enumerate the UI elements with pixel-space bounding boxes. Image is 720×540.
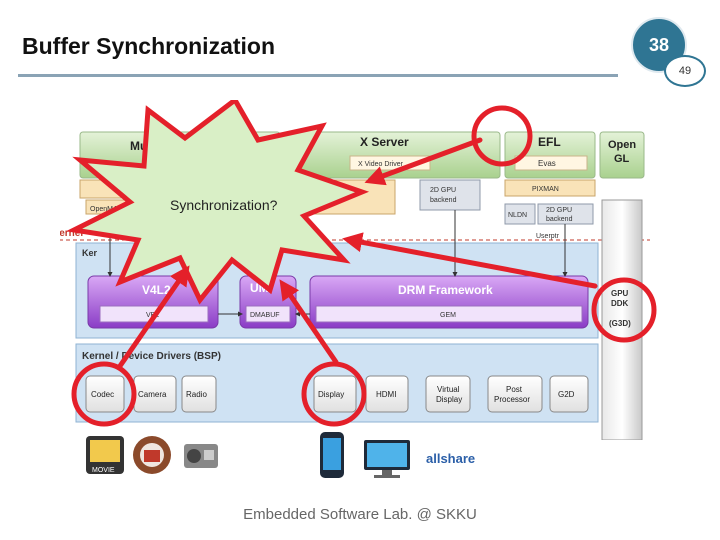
slide-number-badge: 38 [631,17,687,73]
efl-highlight-circle [471,105,533,167]
slide-title: Buffer Synchronization [22,33,276,59]
arrow-gpu-to-burst [342,232,598,289]
codec-box [85,375,125,413]
x-gpu-backend-box [419,179,481,211]
pixman-box [504,179,596,197]
x-server-label: X Server [360,135,409,149]
v4l2-label: V4L2 [142,283,171,297]
nldn-label: NLDN [508,212,527,219]
gem-box [315,305,583,323]
virtual-display-box [425,375,471,413]
post-processor-label-2: Processor [494,395,530,404]
hdmi-label: HDMI [376,390,396,399]
efl-gpu-backend-label-1: 2D GPU [546,207,572,214]
arrow-codec-to-burst [117,265,190,369]
gpu-ddk-highlight-circle [591,277,657,343]
gpu-ddk-label-2: DDK [611,299,629,308]
monitor-icon [364,440,410,478]
gem-label: GEM [440,312,456,319]
codec-highlight-circle [71,361,137,427]
virtual-display-label-1: Virtual [437,385,460,394]
nldn-box [504,203,536,225]
gpu-ddk-label-1: GPU [611,289,629,298]
footer-text: Embedded Software Lab. @ SKKU [243,506,477,523]
drm-framework-label: DRM Framework [398,283,493,297]
codec-label: Codec [91,390,114,399]
highlight-arrows [117,137,598,369]
kernel-framework-label: Ker [82,248,98,258]
open-gl-label-1: Open [608,139,636,151]
title-underline [18,74,618,77]
synchronization-label: Synchronization? [170,197,278,213]
open-gl-box [599,131,645,179]
efl-gpu-backend-label-2: backend [546,216,573,223]
synchronization-burst [65,96,370,305]
dmabuf-box [245,305,291,323]
display-box [313,375,357,413]
openmax-label: OpenMAX [90,206,123,213]
page-number-badge: 49 [664,55,706,87]
radio-box [181,375,217,413]
virtual-display-label-2: Display [436,395,462,404]
allshare-logo: allshare [426,451,475,466]
display-label: Display [318,390,344,399]
userptr-label: Userptr [536,233,560,240]
open-gl-label-2: GL [614,153,630,165]
highlight-circles [71,105,657,427]
svg-text:MOVIE: MOVIE [92,467,115,474]
g2d-label: G2D [558,390,575,399]
arrow-efl-to-burst [364,137,483,186]
smartphone-icon [320,432,344,478]
post-processor-label-1: Post [506,385,523,394]
g2d-box [549,375,589,413]
kernel-boundary-label: Kernel [60,228,83,239]
device-drivers-title: Kernel / Device Drivers (BSP) [82,351,221,362]
x-gpu-backend-label-1: 2D GPU [430,187,456,194]
dmabuf-label: DMABUF [250,312,280,319]
architecture-diagram: Multimedia FW X Server X Video Driver EF… [52,96,660,441]
pixman-label: PIXMAN [532,186,559,193]
x-video-driver-label: X Video Driver [358,161,404,168]
camera-app-icon [133,436,171,474]
movie-icon: MOVIE [86,436,124,474]
radio-icon [184,444,218,468]
radio-label: Radio [186,390,207,399]
efl-label: EFL [538,135,561,149]
device-icons-row: MOVIE allshare [86,432,475,478]
gpu-ddk-label-3: (G3D) [609,319,631,328]
camera-label: Camera [138,390,167,399]
arrow-display-to-dmabuf [279,279,339,365]
evas-label: Evas [538,159,556,168]
display-highlight-circle [301,361,367,427]
post-processor-box [487,375,543,413]
x-gpu-backend-label-2: backend [430,197,457,204]
